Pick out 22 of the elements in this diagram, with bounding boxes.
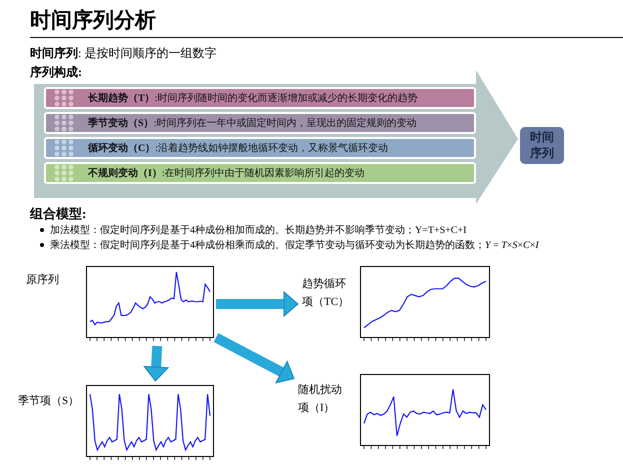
component-bar bbox=[44, 87, 476, 109]
component-description: 不规则变动（I）:在时间序列中由于随机因素影响所引起的变动 bbox=[88, 166, 365, 180]
bullet-item: 加法模型：假定时间序列是基于4种成份相加而成的。长期趋势并不影响季节变动；Y=T+S+C+I bbox=[40, 223, 466, 237]
series-label: 随机扰动项（I） bbox=[298, 383, 343, 416]
page-title: 时间序列分析 bbox=[30, 7, 156, 34]
bullet-item: 乘法模型：假定时间序列是基于4种成份相乘而成的。假定季节变动与循环变动为长期趋势的函数；Y = T×S×C×I bbox=[40, 238, 539, 252]
block-arrow bbox=[143, 346, 170, 382]
text-line: 组合模型: bbox=[30, 205, 86, 223]
block-arrow bbox=[216, 290, 299, 318]
component-bar bbox=[44, 162, 476, 184]
component-description: 循环变动（C）:沿着趋势线如钟摆般地循环变动，又称景气循环变动 bbox=[88, 141, 388, 155]
component-description: 季节变动（S）:时间序列在一年中或固定时间内，呈现出的固定规则的变动 bbox=[88, 116, 416, 130]
series-label: 季节项（S） bbox=[18, 394, 80, 409]
result-box: 时间序列 bbox=[520, 127, 564, 164]
series-label: 原序列 bbox=[26, 272, 60, 288]
text-line: 序列构成: bbox=[30, 64, 82, 81]
text-line: 时间序列: 是按时间顺序的一组数字 bbox=[30, 45, 216, 62]
component-description: 长期趋势（T）:时间序列随时间的变化而逐渐增加或减少的长期变化的趋势 bbox=[88, 92, 418, 105]
component-bar bbox=[44, 137, 476, 159]
block-arrow bbox=[214, 333, 295, 384]
series-label: 趋势循环项（TC） bbox=[302, 276, 350, 310]
component-bar bbox=[44, 112, 476, 134]
